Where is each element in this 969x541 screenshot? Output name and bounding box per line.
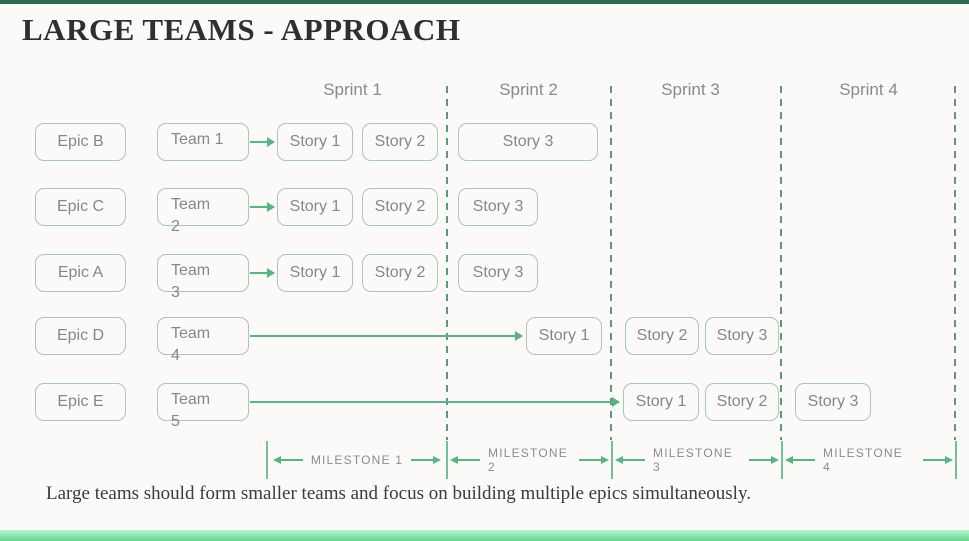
team-number: 4 [171, 347, 180, 364]
sprint-3-header: Sprint 3 [661, 80, 720, 99]
story-box-r2-s3: Story 3 [458, 188, 538, 226]
team-box-1: Team 1 [157, 123, 249, 161]
arrow-left-icon [615, 456, 645, 464]
sprint-2-header: Sprint 2 [499, 80, 558, 99]
arrow-right-icon [579, 456, 609, 464]
story-box-r3-s3: Story 3 [458, 254, 538, 292]
arrow-right-icon [411, 456, 442, 464]
story-box-r1-s1: Story 1 [277, 123, 353, 161]
story-box-r2-s1: Story 1 [277, 188, 353, 226]
epic-label: Epic A [57, 264, 104, 281]
sprint-1-header: Sprint 1 [323, 80, 382, 99]
milestone-1: MILESTONE 1 [270, 441, 444, 479]
team-number: 3 [171, 284, 180, 301]
story-box-r2-s2: Story 2 [362, 188, 438, 226]
team-name: Team [171, 196, 211, 213]
epic-box-e: Epic E [35, 383, 126, 421]
story-label: Story 3 [472, 198, 524, 215]
story-box-r5-s3: Story 3 [795, 383, 871, 421]
epic-box-b: Epic B [35, 123, 126, 161]
story-box-r5-s1: Story 1 [623, 383, 699, 421]
bottom-accent-bar [0, 530, 969, 541]
team-label: Team 1 [171, 129, 223, 151]
story-box-r4-s2: Story 2 [625, 317, 699, 355]
team-number: 5 [171, 413, 180, 430]
milestone-3: MILESTONE 3 [615, 441, 779, 479]
epic-box-c: Epic C [35, 188, 126, 226]
story-box-r4-s3: Story 3 [705, 317, 779, 355]
arrow-right-icon [923, 456, 953, 464]
milestone-label: MILESTONE 2 [488, 446, 568, 474]
arrow-team4-story1-icon [250, 331, 523, 341]
sprint-4-header: Sprint 4 [839, 80, 898, 99]
story-box-r3-s1: Story 1 [277, 254, 353, 292]
team-box-4: Team 4 [157, 317, 249, 364]
team-label: Team 2 [171, 194, 210, 238]
team-label: Team 4 [171, 323, 210, 367]
story-box-r3-s2: Story 2 [362, 254, 438, 292]
team-label: Team 5 [171, 389, 210, 433]
arrow-team5-story1-icon [250, 397, 620, 407]
sprint-divider-4 [954, 86, 956, 440]
team-box-3: Team 3 [157, 254, 249, 301]
top-accent-bar [0, 0, 969, 4]
arrow-team2-story1-icon [250, 202, 275, 212]
story-box-r5-s2: Story 2 [705, 383, 779, 421]
team-box-5: Team 5 [157, 383, 249, 430]
story-label: Story 2 [374, 133, 426, 150]
milestone-label: MILESTONE 3 [653, 446, 733, 474]
story-label: Story 2 [374, 198, 426, 215]
team-label: Team 3 [171, 260, 210, 304]
milestone-label: MILESTONE 4 [823, 446, 903, 474]
milestone-bar-4 [955, 441, 957, 479]
story-label: Story 3 [716, 327, 768, 344]
team-number: 2 [171, 218, 180, 235]
team-name: Team [171, 262, 211, 279]
sprint-divider-1 [446, 86, 448, 440]
story-label: Story 2 [716, 393, 768, 410]
story-label: Story 3 [807, 393, 859, 410]
milestone-bar-1 [446, 441, 448, 479]
story-box-r1-s2: Story 2 [362, 123, 438, 161]
sprint-divider-3 [780, 86, 782, 440]
epic-label: Epic B [57, 133, 104, 150]
story-label: Story 3 [502, 133, 554, 150]
team-box-2: Team 2 [157, 188, 249, 235]
arrow-team3-story1-icon [250, 268, 275, 278]
arrow-left-icon [450, 456, 480, 464]
epic-box-a: Epic A [35, 254, 126, 292]
team-name: Team [171, 391, 211, 408]
page-title: LARGE TEAMS - APPROACH [22, 12, 461, 47]
arrow-left-icon [785, 456, 815, 464]
milestone-bar-0 [266, 441, 268, 479]
story-label: Story 1 [289, 133, 341, 150]
story-label: Story 1 [289, 198, 341, 215]
story-label: Story 2 [636, 327, 688, 344]
milestone-bar-2 [611, 441, 613, 479]
arrow-left-icon [272, 456, 303, 464]
epic-label: Epic C [56, 198, 105, 215]
story-box-r1-s3: Story 3 [458, 123, 598, 161]
arrow-team1-story1-icon [250, 137, 275, 147]
sprint-divider-2 [610, 86, 612, 440]
story-label: Story 1 [538, 327, 590, 344]
epic-box-d: Epic D [35, 317, 126, 355]
milestone-4: MILESTONE 4 [785, 441, 953, 479]
team-name: Team [171, 325, 211, 342]
epic-label: Epic D [56, 327, 105, 344]
milestone-bar-3 [781, 441, 783, 479]
team-name: Team 1 [171, 131, 224, 148]
story-box-r4-s1: Story 1 [526, 317, 602, 355]
story-label: Story 1 [635, 393, 687, 410]
story-label: Story 1 [289, 264, 341, 281]
milestone-label: MILESTONE 1 [310, 453, 404, 467]
epic-label: Epic E [57, 393, 104, 410]
story-label: Story 2 [374, 264, 426, 281]
milestone-2: MILESTONE 2 [450, 441, 609, 479]
slide-caption: Large teams should form smaller teams an… [46, 483, 751, 504]
arrow-right-icon [749, 456, 779, 464]
story-label: Story 3 [472, 264, 524, 281]
